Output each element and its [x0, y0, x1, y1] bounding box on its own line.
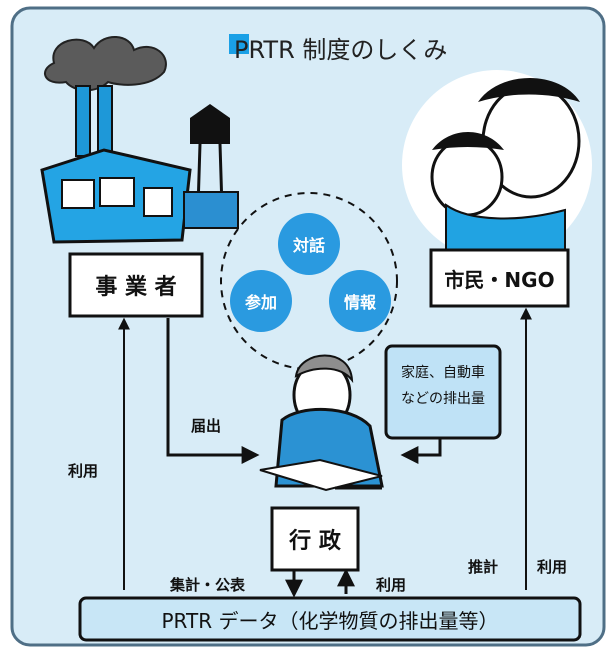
- citizens-illustration: [402, 70, 592, 260]
- data-box: [78, 596, 582, 642]
- left-use-label: 利用: [68, 462, 99, 480]
- factory-illustration: [40, 36, 239, 244]
- business-label: 事 業 者: [95, 275, 177, 300]
- circle-information: 情報: [329, 270, 391, 332]
- arrow-business-to-government: [166, 318, 260, 464]
- citizens-box: [429, 248, 570, 308]
- government-worker-illustration: [259, 354, 384, 492]
- estimate-label: 推計: [468, 558, 499, 576]
- citizens-label: 市民・NGO: [444, 267, 555, 292]
- circle-dialogue: 対話: [278, 213, 340, 275]
- diagram-title: PRTR 制度のしくみ: [234, 36, 448, 64]
- title-marker: [229, 34, 249, 54]
- business-box: [68, 252, 204, 318]
- circle-participation: 参加: [230, 270, 292, 332]
- right-use-label: 利用: [537, 558, 568, 576]
- household-line-1: 家庭、自動車: [401, 365, 485, 381]
- arrow-household-to-government: [400, 438, 442, 464]
- government-use-label: 利用: [376, 576, 407, 594]
- dialogue-circle: [220, 192, 398, 370]
- government-label: 行 政: [289, 529, 341, 554]
- report-label: 届出: [191, 417, 222, 435]
- data-label: PRTR データ（化学物質の排出量等）: [161, 608, 499, 633]
- government-box: [270, 506, 360, 572]
- aggregate-label: 集計・公表: [170, 576, 246, 594]
- household-box: [384, 344, 502, 440]
- household-line-2: などの排出量: [401, 391, 485, 407]
